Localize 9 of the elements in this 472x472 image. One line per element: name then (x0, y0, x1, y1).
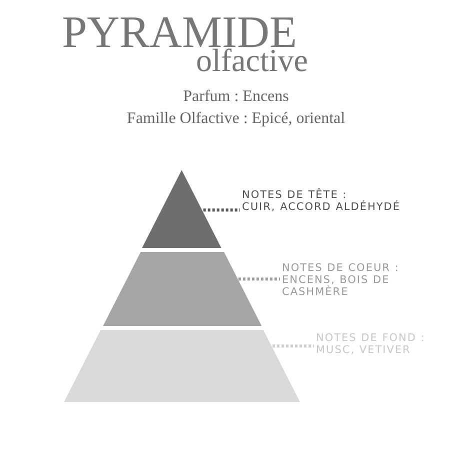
leader-line (272, 344, 314, 348)
info-text: Famille Olfactive : Epicé, oriental (126, 110, 346, 128)
note-text: CUIR, ACCORD ALDÉHYDÉ (242, 201, 402, 213)
note-heading: NOTES DE TÊTE : (242, 189, 348, 201)
note-text: ENCENS, BOIS DE CASHMÈRE (282, 274, 391, 298)
leader-line (238, 278, 280, 280)
leader-line (203, 208, 240, 212)
info-text: Parfum : Encens (182, 88, 290, 106)
note-heading: NOTES DE COEUR : (282, 262, 400, 274)
